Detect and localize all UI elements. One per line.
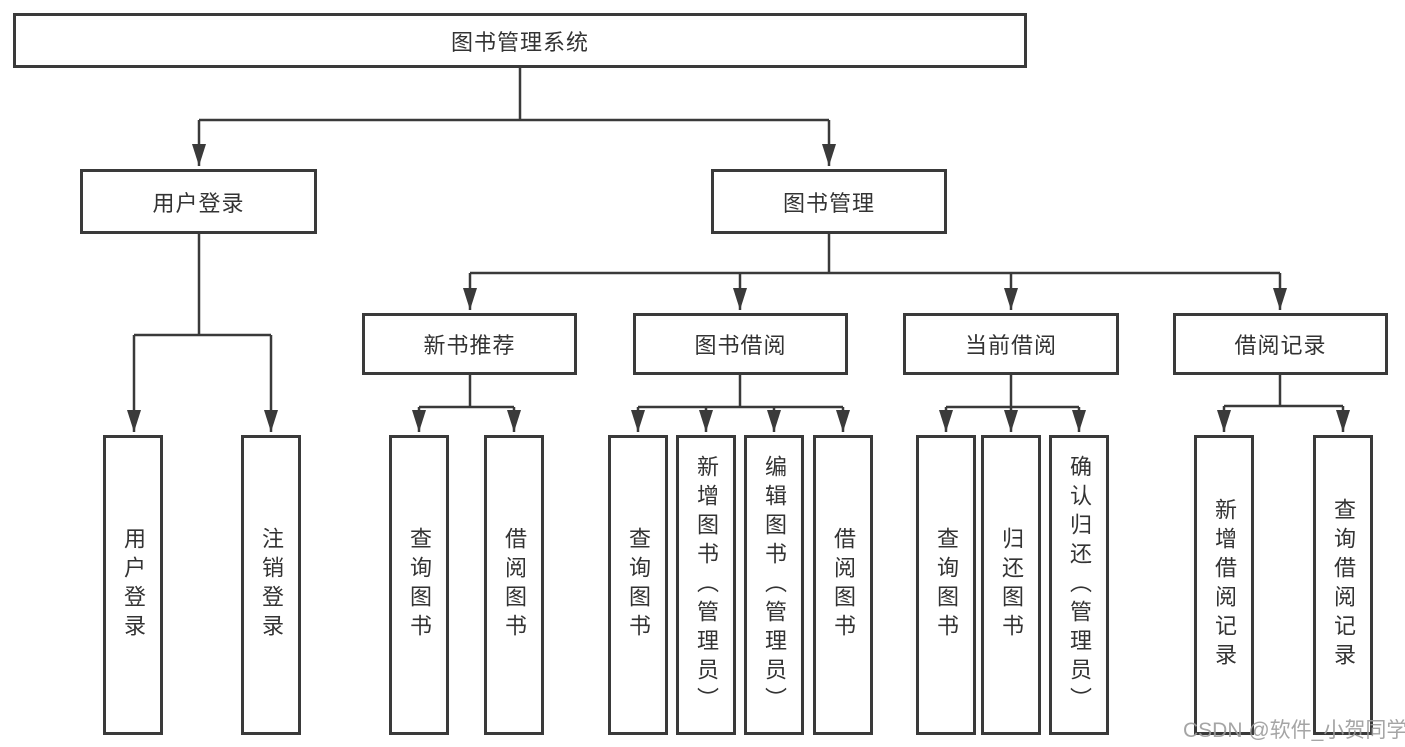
node-book-management: 图书管理 (711, 169, 947, 234)
leaf-logout: 注销登录 (241, 435, 301, 735)
leaf-add-borrow-record-label: 新增借阅记录 (1212, 498, 1237, 672)
node-user-login: 用户登录 (80, 169, 317, 234)
leaf-query-books-current-label: 查询图书 (934, 527, 959, 643)
leaf-user-login-label: 用户登录 (121, 527, 146, 643)
leaf-user-login: 用户登录 (103, 435, 163, 735)
node-library-management-system: 图书管理系统 (13, 13, 1027, 68)
leaf-return-books-label: 归还图书 (999, 527, 1024, 643)
node-new-book-recommendation: 新书推荐 (362, 313, 577, 375)
leaf-borrow-books-label: 借阅图书 (831, 527, 856, 643)
node-book-borrowing: 图书借阅 (633, 313, 848, 375)
leaf-query-books-recommend: 查询图书 (389, 435, 449, 735)
leaf-query-books-borrow-label: 查询图书 (626, 527, 651, 643)
node-current-borrowing: 当前借阅 (903, 313, 1119, 375)
leaf-add-books-admin-label: 新增图书（管理员） (694, 454, 719, 716)
leaf-borrow-books-recommend-label: 借阅图书 (502, 527, 527, 643)
csdn-watermark: CSDN @软件_小贺同学 (1183, 719, 1405, 742)
leaf-query-books-recommend-label: 查询图书 (407, 527, 432, 643)
leaf-add-books-admin: 新增图书（管理员） (676, 435, 736, 735)
leaf-query-books-borrow: 查询图书 (608, 435, 668, 735)
leaf-confirm-return-admin-label: 确认归还（管理员） (1067, 454, 1092, 716)
leaf-confirm-return-admin: 确认归还（管理员） (1049, 435, 1109, 735)
leaf-borrow-books-recommend: 借阅图书 (484, 435, 544, 735)
leaf-logout-label: 注销登录 (259, 527, 284, 643)
leaf-return-books: 归还图书 (981, 435, 1041, 735)
leaf-query-books-current: 查询图书 (916, 435, 976, 735)
node-borrowing-records: 借阅记录 (1173, 313, 1388, 375)
leaf-query-borrow-record: 查询借阅记录 (1313, 435, 1373, 735)
leaf-borrow-books: 借阅图书 (813, 435, 873, 735)
leaf-add-borrow-record: 新增借阅记录 (1194, 435, 1254, 735)
leaf-edit-books-admin: 编辑图书（管理员） (744, 435, 804, 735)
leaf-edit-books-admin-label: 编辑图书（管理员） (762, 454, 787, 716)
leaf-query-borrow-record-label: 查询借阅记录 (1331, 498, 1356, 672)
